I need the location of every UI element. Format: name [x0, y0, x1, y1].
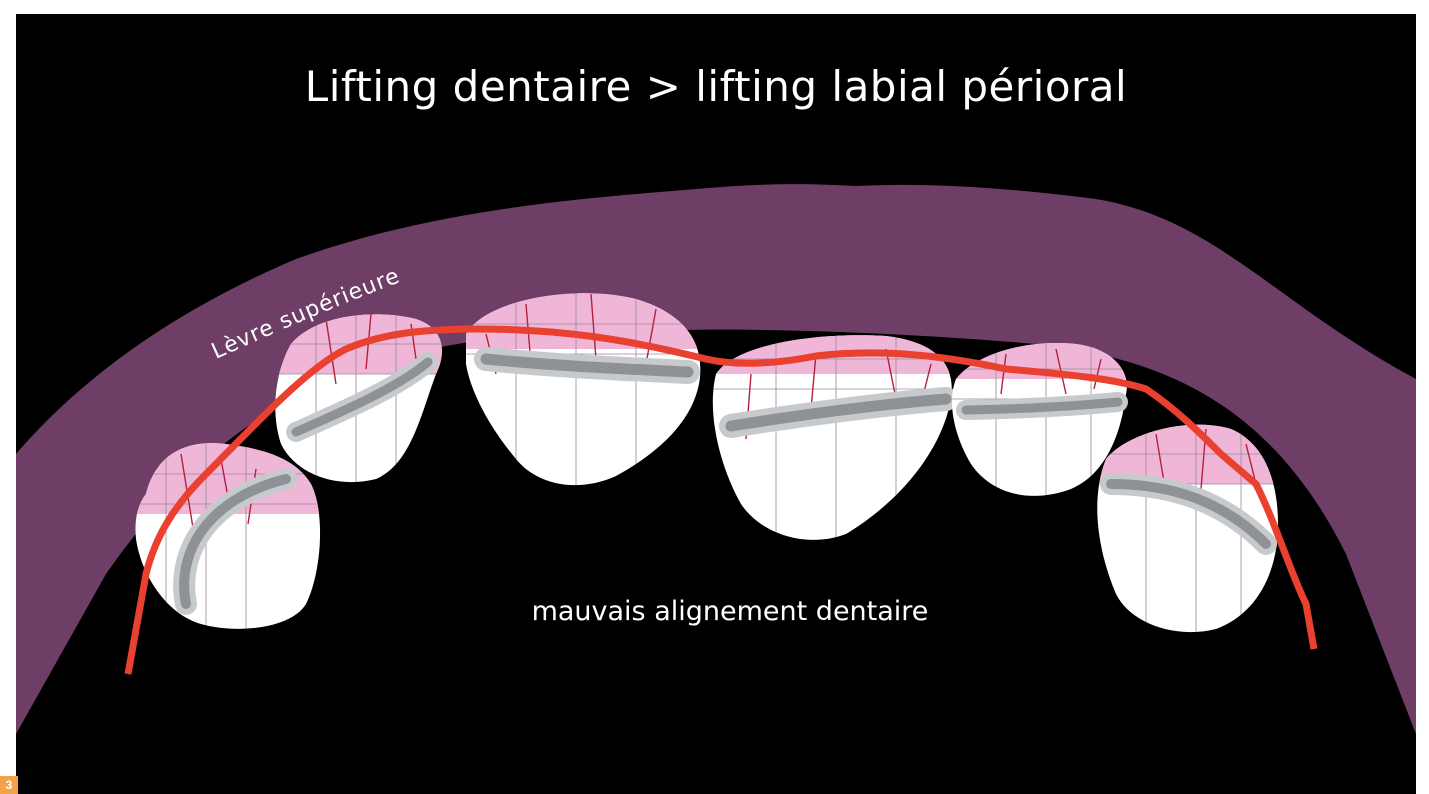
bottom-label: mauvais alignement dentaire [16, 596, 1416, 627]
tooth-3 [456, 284, 706, 494]
diagram-figure: Lèvre supérieure Lifting dentaire > lift… [16, 14, 1416, 794]
diagram-canvas: Lèvre supérieure [16, 14, 1416, 794]
diagram-title: Lifting dentaire > lifting labial périor… [16, 62, 1416, 111]
figure-number-badge: 3 [0, 776, 18, 794]
